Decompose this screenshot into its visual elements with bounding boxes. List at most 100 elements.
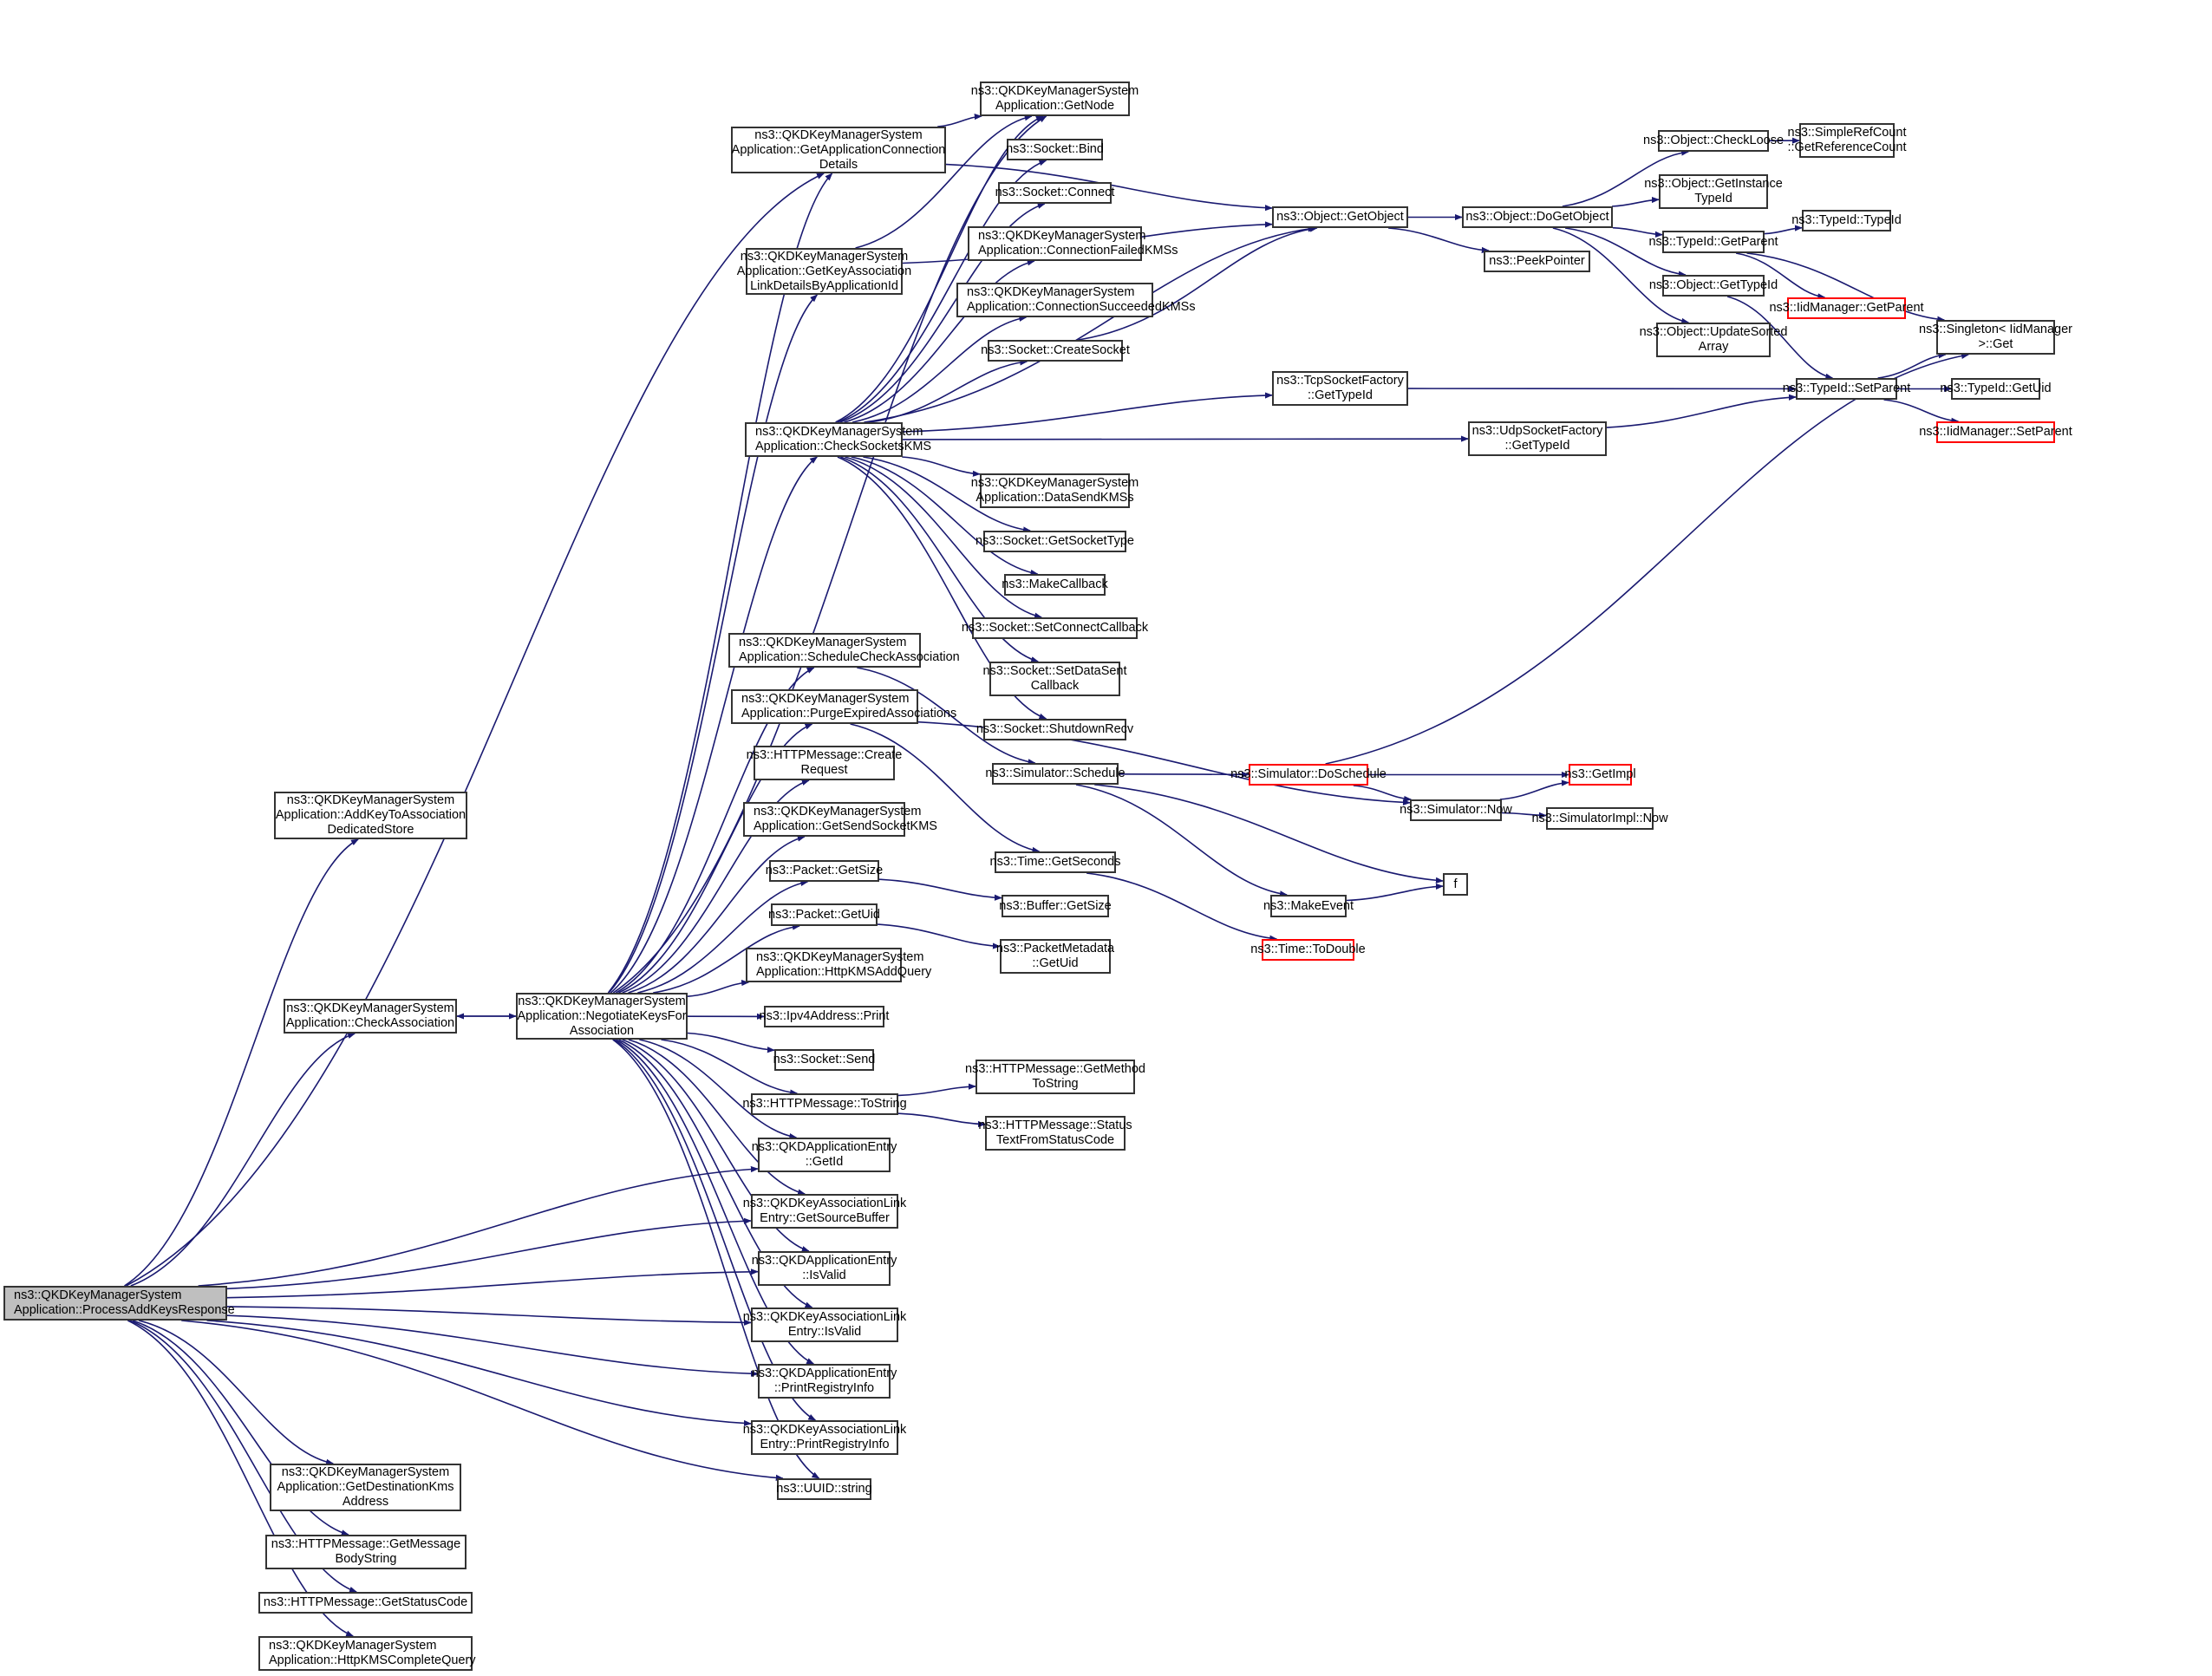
node-label-line: ns3::Socket::ShutdownRecv (975, 722, 1134, 736)
node-label-line: ns3::QKDKeyManagerSystem (756, 950, 924, 964)
graph-node-impl-now[interactable]: ns3::SimulatorImpl::Now (1531, 807, 1668, 830)
graph-node-sock-send[interactable]: ns3::Socket::Send (773, 1049, 875, 1071)
call-edge-negotiate-to-httpAdd (687, 979, 750, 997)
node-label-line: f (1453, 877, 1458, 891)
node-label-line: ns3::Socket::Connect (995, 186, 1115, 199)
graph-node-tid-set-parent[interactable]: ns3::TypeId::SetParent (1783, 378, 1910, 400)
graph-node-tcp-type[interactable]: ns3::TcpSocketFactory::GetTypeId (1272, 371, 1408, 406)
graph-node-obj-type-id[interactable]: ns3::Object::GetTypeId (1649, 275, 1778, 297)
graph-node-tid-uid[interactable]: ns3::TypeId::GetUid (1940, 378, 2052, 400)
call-edge-doGetObject-to-instType (1611, 196, 1660, 207)
graph-node-tid-get-parent[interactable]: ns3::TypeId::GetParent (1648, 231, 1778, 253)
graph-node-to-double[interactable]: ns3::Time::ToDouble (1250, 939, 1366, 961)
call-edge-schedule-to-doSchedule (1118, 771, 1250, 778)
graph-node-buf-size[interactable]: ns3::Buffer::GetSize (999, 895, 1112, 917)
node-label-line: BodyString (335, 1552, 397, 1566)
graph-node-connect[interactable]: ns3::Socket::Connect (995, 182, 1115, 204)
call-edge-checkSockets-to-createSock (868, 359, 1028, 423)
graph-node-iid-set-parent[interactable]: ns3::IidManager::SetParent (1919, 421, 2072, 443)
graph-node-get-object[interactable]: ns3::Object::GetObject (1272, 206, 1408, 228)
graph-node-sim-now[interactable]: ns3::Simulator::Now (1400, 799, 1512, 821)
graph-node-f[interactable]: f (1443, 873, 1468, 896)
call-edge-negotiate-to-getKeyAssoc (608, 294, 819, 994)
node-label-line: ns3::SimpleRefCount (1787, 126, 1907, 140)
graph-node-make-cb[interactable]: ns3::MakeCallback (1002, 574, 1108, 596)
node-label-line: ns3::QKDKeyManagerSystem (741, 692, 910, 706)
graph-node-uuid[interactable]: ns3::UUID::string (776, 1478, 872, 1500)
graph-node-pm-uid[interactable]: ns3::PacketMetadata::GetUid (996, 939, 1114, 974)
graph-node-set-conn-cb[interactable]: ns3::Socket::SetConnectCallback (962, 617, 1148, 639)
graph-node-do-get-object[interactable]: ns3::Object::DoGetObject (1462, 206, 1613, 228)
call-edge-negotiate-to-sockSend (687, 1032, 775, 1053)
graph-node-create-sock[interactable]: ns3::Socket::CreateSocket (981, 340, 1130, 362)
graph-node-make-event[interactable]: ns3::MakeEvent (1263, 895, 1354, 917)
call-edge-getObject-to-peek (1388, 227, 1490, 254)
graph-node-do-schedule[interactable]: ns3::Simulator::DoSchedule (1230, 764, 1387, 786)
graph-node-check-loose[interactable]: ns3::Object::CheckLoose (1643, 130, 1784, 152)
node-label-line: Application::DataSendKMSs (975, 491, 1134, 505)
graph-node-iid-get-parent[interactable]: ns3::IidManager::GetParent (1769, 297, 1924, 319)
call-edge-makeEvent-to-f (1346, 883, 1444, 902)
graph-node-ipv4-print[interactable]: ns3::Ipv4Address::Print (760, 1006, 889, 1027)
graph-node-tid-tid[interactable]: ns3::TypeId::TypeId (1791, 210, 1902, 232)
graph-node-pkt-uid[interactable]: ns3::Packet::GetUid (768, 903, 880, 926)
call-edge-root-to-getStatus (129, 1320, 357, 1593)
graph-node-get-status[interactable]: ns3::HTTPMessage::GetStatusCode (258, 1592, 473, 1614)
call-edge-negotiate-to-checkSockets (610, 456, 819, 994)
node-label-line: Request (800, 763, 848, 777)
node-label-line: ns3::IidManager::GetParent (1769, 301, 1924, 315)
node-label-line: ns3::QKDKeyAssociationLink (742, 1423, 907, 1437)
graph-node-peek[interactable]: ns3::PeekPointer (1484, 251, 1590, 272)
node-label-line: Address (342, 1495, 389, 1509)
graph-node-shutdown[interactable]: ns3::Socket::ShutdownRecv (976, 719, 1133, 740)
graph-node-singleton[interactable]: ns3::Singleton< IidManager>::Get (1919, 320, 2072, 355)
node-label-line: Application::GetNode (995, 99, 1115, 113)
graph-node-bind[interactable]: ns3::Socket::Bind (1006, 139, 1104, 160)
graph-node-to-string[interactable]: ns3::HTTPMessage::ToString (742, 1093, 907, 1115)
graph-node-app-print[interactable]: ns3::QKDApplicationEntry::PrintRegistryI… (752, 1364, 897, 1399)
graph-node-sock-type[interactable]: ns3::Socket::GetSocketType (975, 531, 1134, 552)
node-label-line: Application::GetDestinationKms (277, 1480, 454, 1494)
node-label-line: ns3::TypeId::GetParent (1648, 234, 1778, 249)
graph-node-app-get-id[interactable]: ns3::QKDApplicationEntry::GetId (752, 1138, 897, 1172)
node-label-line: ns3::SimulatorImpl::Now (1531, 811, 1668, 825)
graph-node-udp-type[interactable]: ns3::UdpSocketFactory::GetTypeId (1468, 421, 1607, 456)
graph-node-schedule[interactable]: ns3::Simulator::Schedule (985, 763, 1126, 785)
node-label-line: ns3::QKDKeyAssociationLink (742, 1197, 907, 1210)
node-label-line: ns3::Socket::GetSocketType (975, 534, 1134, 548)
graph-node-pkt-size[interactable]: ns3::Packet::GetSize (766, 860, 883, 882)
graph-node-ref-count[interactable]: ns3::SimpleRefCount::GetReferenceCount (1787, 123, 1907, 158)
call-edge-checkSockets-to-connect (839, 202, 1046, 423)
graph-node-app-is-valid[interactable]: ns3::QKDApplicationEntry::IsValid (752, 1251, 897, 1286)
graph-node-get-impl[interactable]: ns3::GetImpl (1564, 764, 1636, 786)
graph-node-get-seconds[interactable]: ns3::Time::GetSeconds (990, 851, 1121, 873)
node-label-line: Application::GetKeyAssociation (736, 264, 912, 278)
node-label-line: ns3::QKDKeyManagerSystem (740, 249, 909, 264)
